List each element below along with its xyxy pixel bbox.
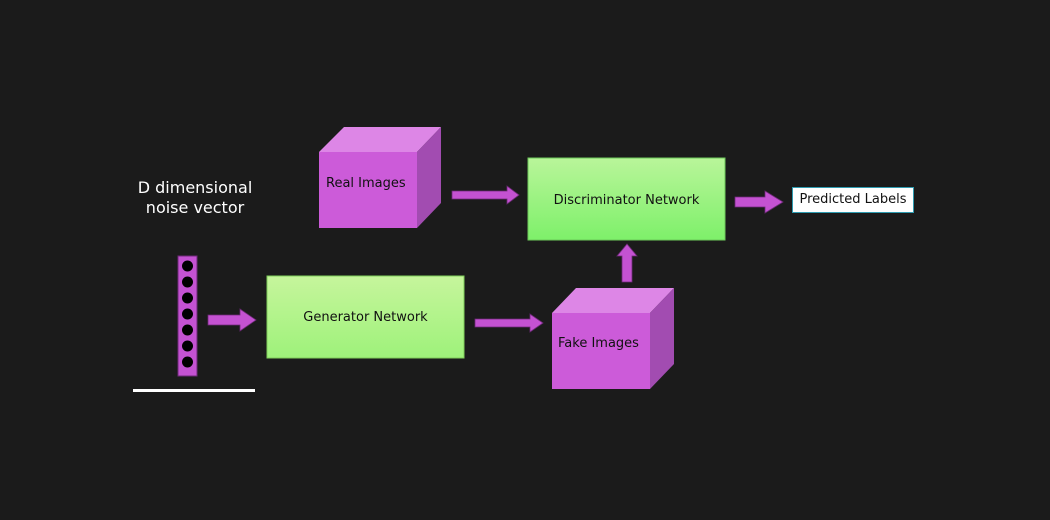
cube-side-face (417, 127, 441, 228)
predicted-labels-text: Predicted Labels (799, 192, 907, 207)
noise-dot (182, 340, 193, 352)
generator-box (266, 275, 465, 359)
cube-front-face (319, 152, 417, 228)
noise-dot (182, 308, 193, 320)
arrow-fake-to-discriminator (616, 243, 638, 283)
noise-dot (182, 260, 193, 272)
noise-vector-column (177, 255, 198, 377)
arrow-real-to-discriminator (451, 185, 520, 205)
generator-label: Generator Network (303, 310, 428, 325)
baseline-line (133, 389, 255, 392)
cube-side-face (650, 288, 674, 389)
noise-dot (182, 292, 193, 304)
noise-dot (182, 324, 193, 336)
fake-images-label: Fake Images (558, 336, 639, 351)
predicted-labels-box: Predicted Labels (792, 187, 914, 213)
arrow-noise-to-generator (207, 308, 257, 332)
cube-front-face (552, 313, 650, 389)
cube-top-face (552, 288, 674, 313)
noise-title-line2: noise vector (145, 198, 245, 217)
arrow-discriminator-to-labels (734, 190, 784, 214)
noise-title-line1: D dimensional (137, 178, 253, 197)
discriminator-box (527, 157, 726, 241)
noise-dot (182, 276, 193, 288)
noise-dot (182, 356, 193, 368)
cube-top-face (319, 127, 441, 152)
fake-images-cube (552, 288, 674, 389)
noise-vector-title: D dimensional noise vector (120, 178, 270, 218)
discriminator-label: Discriminator Network (553, 193, 700, 208)
arrow-generator-to-fake (474, 313, 544, 333)
real-images-cube (319, 127, 441, 228)
real-images-label: Real Images (326, 176, 406, 191)
